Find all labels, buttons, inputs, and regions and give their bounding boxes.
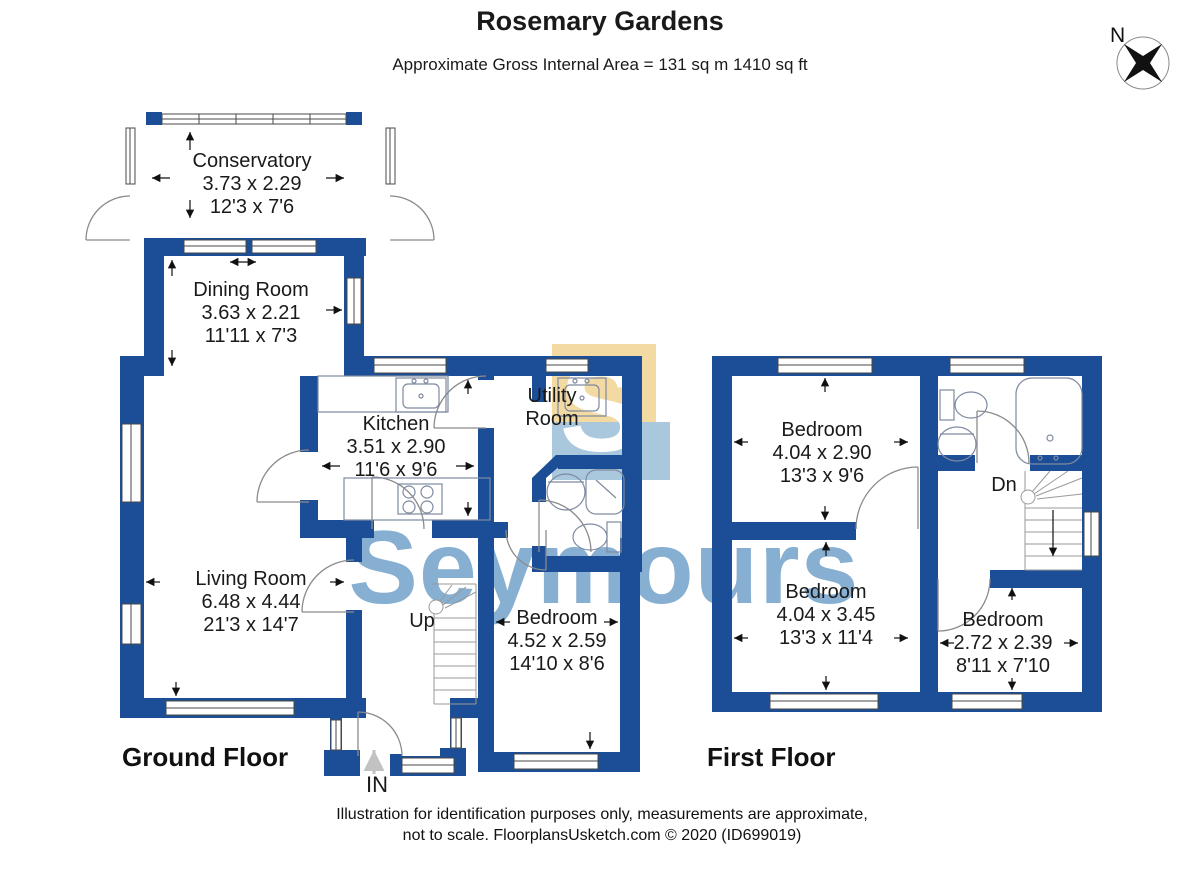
entrance-in-label: IN — [366, 772, 388, 797]
room-metric: 3.63 x 2.21 — [201, 302, 301, 324]
room-metric: 3.51 x 2.90 — [346, 436, 446, 458]
room-label-bedroom2: Bedroom 4.04 x 3.45 13'3 x 11'4 — [777, 581, 876, 650]
room-imperial: 14'10 x 8'6 — [509, 653, 605, 675]
room-imperial: 12'3 x 7'6 — [209, 196, 295, 218]
room-name: Conservatory — [192, 150, 312, 172]
room-name: Bedroom — [785, 581, 867, 603]
first-floor-title: First Floor — [707, 742, 836, 772]
room-imperial: 13'3 x 11'4 — [778, 627, 873, 649]
stairs-up-label: Up — [409, 610, 435, 632]
doors — [85, 195, 1030, 757]
room-label-living: Living Room 6.48 x 4.44 21'3 x 14'7 — [195, 568, 306, 637]
room-metric: 2.72 x 2.39 — [953, 632, 1053, 654]
room-name: Dining Room — [193, 279, 309, 301]
room-imperial: 11'11 x 7'3 — [204, 325, 298, 347]
room-metric: 3.73 x 2.29 — [202, 173, 302, 195]
compass-star — [1124, 44, 1162, 82]
window-midlines — [129, 114, 1092, 766]
room-imperial: 21'3 x 14'7 — [203, 614, 299, 636]
footer-disclaimer-line1: Illustration for identification purposes… — [336, 806, 868, 823]
room-imperial: 8'11 x 7'10 — [955, 655, 1050, 677]
room-name: Bedroom — [962, 609, 1044, 631]
room-label-kitchen: Kitchen 3.51 x 2.90 11'6 x 9'6 — [347, 413, 446, 482]
utility-fixtures — [557, 377, 607, 417]
room-name: Living Room — [195, 568, 307, 590]
room-label-dining: Dining Room 3.63 x 2.21 11'11 x 7'3 — [193, 279, 309, 348]
room-metric: 4.04 x 2.90 — [772, 442, 872, 464]
room-label-bedroom3: Bedroom 2.72 x 2.39 8'11 x 7'10 — [954, 609, 1053, 678]
room-imperial: 11'6 x 9'6 — [354, 459, 438, 481]
ground-floor-title: Ground Floor — [122, 742, 289, 772]
compass-rose — [1116, 36, 1170, 90]
room-imperial: 13'3 x 9'6 — [779, 465, 865, 487]
footer-disclaimer-line2: not to scale. FloorplansUsketch.com © 20… — [402, 827, 802, 844]
room-label-conservatory: Conservatory 3.73 x 2.29 12'3 x 7'6 — [193, 150, 312, 219]
room-label-bedroom-ground: Bedroom 4.52 x 2.59 14'10 x 8'6 — [508, 607, 607, 676]
room-name: Kitchen — [362, 413, 430, 435]
stairs-ground — [428, 583, 477, 705]
room-label-utility: Utility Room — [525, 385, 578, 431]
page-title: Rosemary Gardens — [476, 6, 724, 36]
room-name: Bedroom — [781, 419, 863, 441]
ground-bathroom-fixtures — [546, 469, 625, 553]
room-metric: 4.04 x 3.45 — [776, 604, 876, 626]
room-label-bedroom1: Bedroom 4.04 x 2.90 13'3 x 9'6 — [773, 419, 872, 488]
first-bathroom-fixtures — [937, 377, 1083, 465]
kitchen-fixtures — [317, 375, 491, 521]
dimension-arrows — [146, 132, 1078, 749]
room-name-line2: Room — [525, 408, 579, 430]
room-name: Bedroom — [516, 607, 598, 629]
room-metric: 4.52 x 2.59 — [507, 630, 607, 652]
compass-north-label: N — [1110, 24, 1126, 47]
room-name-line1: Utility — [527, 385, 577, 407]
stairs-down-label: Dn — [991, 474, 1017, 496]
room-metric: 6.48 x 4.44 — [201, 591, 301, 613]
page-subtitle: Approximate Gross Internal Area = 131 sq… — [392, 55, 808, 74]
